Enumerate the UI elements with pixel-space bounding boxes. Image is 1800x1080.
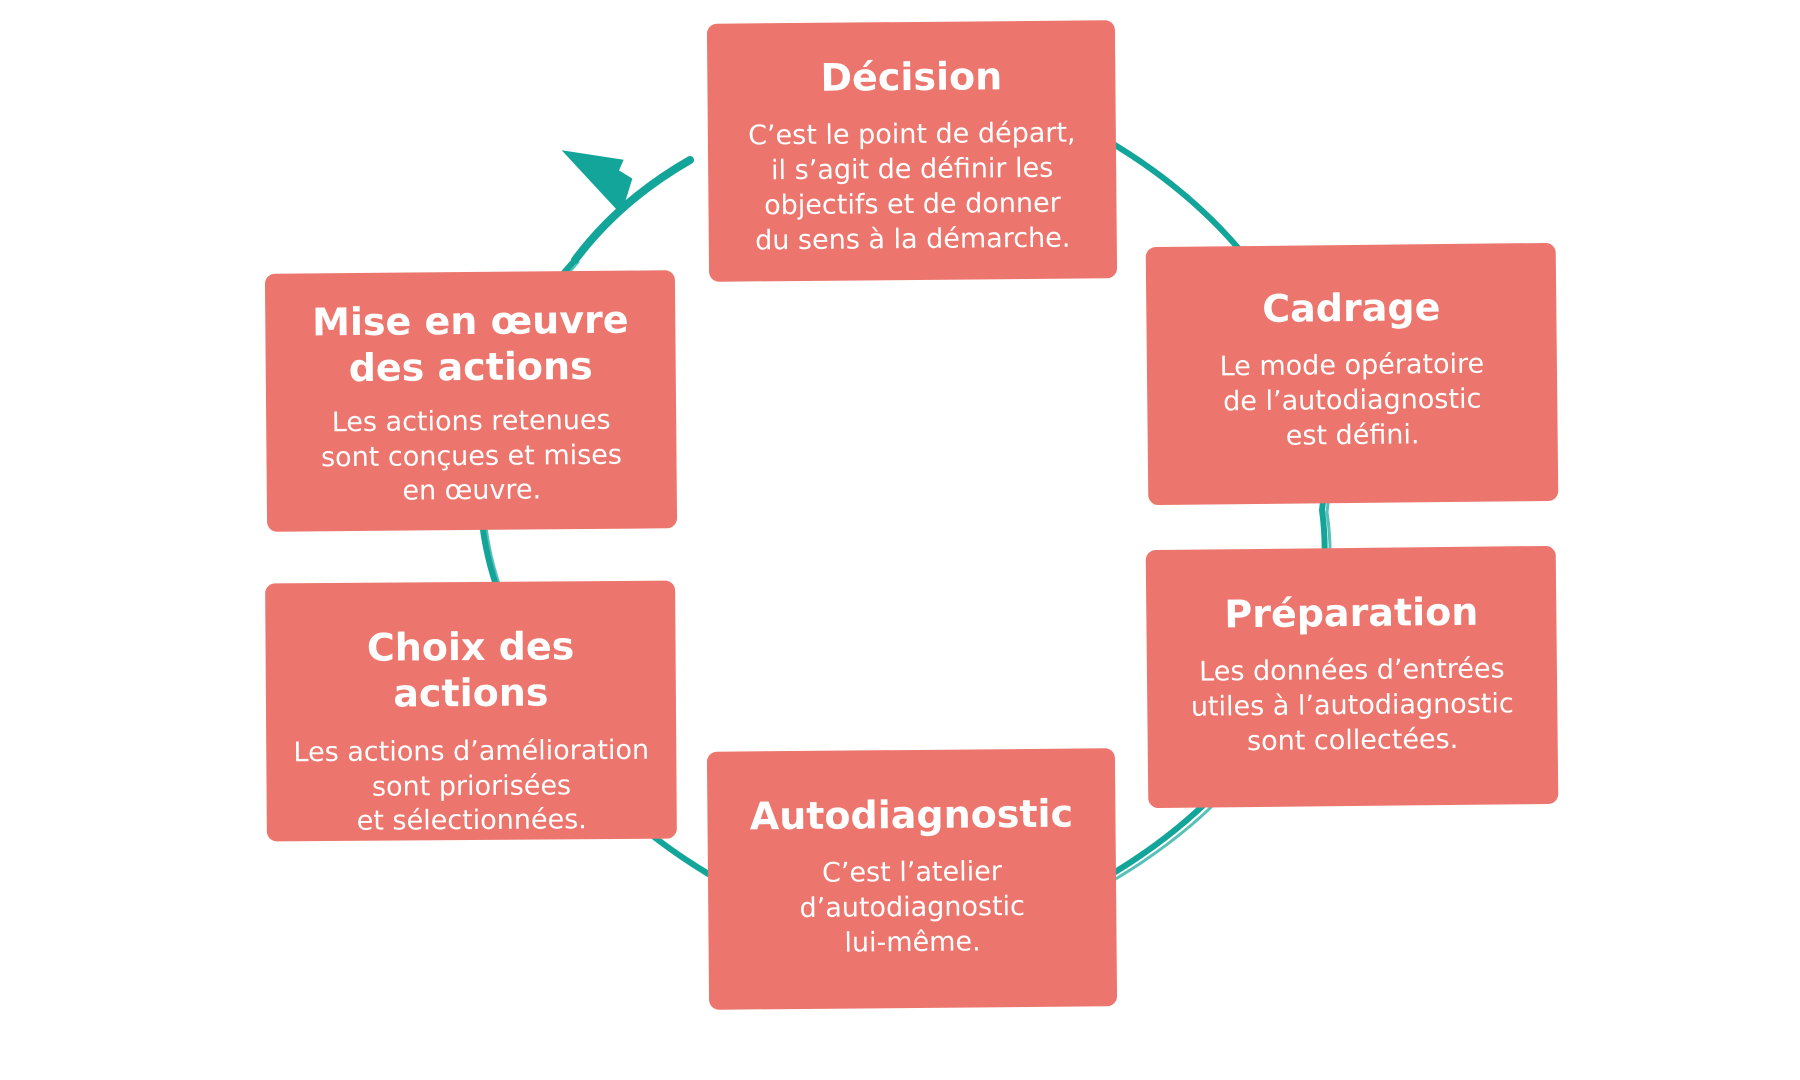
arrow-head-icon	[561, 150, 633, 215]
step-preparation: Préparation Les données d’entrées utiles…	[1145, 545, 1559, 809]
step-title: Décision	[820, 54, 1003, 100]
step-description: Les données d’entrées utiles à l’autodia…	[1190, 653, 1514, 758]
step-description: Les actions d’amélioration sont priorisé…	[293, 734, 650, 838]
step-description: Le mode opératoire de l’autodiagnostic e…	[1219, 348, 1485, 452]
cycle-arrow-shaft	[571, 156, 694, 264]
step-cadrage: Cadrage Le mode opératoire de l’autodiag…	[1145, 242, 1559, 506]
step-description: C’est le point de départ, il s’agit de d…	[747, 117, 1076, 257]
step-decision: Décision C’est le point de départ, il s’…	[706, 20, 1118, 282]
step-title: Cadrage	[1262, 285, 1441, 331]
step-title: Mise en œuvre des actions	[311, 297, 629, 391]
step-description: Les actions retenues sont conçues et mis…	[320, 404, 623, 507]
step-title: Autodiagnostic	[749, 791, 1074, 839]
step-description: C’est l’atelier d’autodiagnostic lui-mêm…	[799, 856, 1026, 959]
step-mise-en-oeuvre: Mise en œuvre des actions Les actions re…	[264, 270, 678, 532]
step-choix-des-actions: Choix des actions Les actions d’améliora…	[265, 580, 677, 842]
step-title: Choix des actions	[366, 624, 575, 716]
step-title: Préparation	[1224, 589, 1479, 637]
step-autodiagnostic: Autodiagnostic C’est l’atelier d’autodia…	[706, 748, 1118, 1010]
